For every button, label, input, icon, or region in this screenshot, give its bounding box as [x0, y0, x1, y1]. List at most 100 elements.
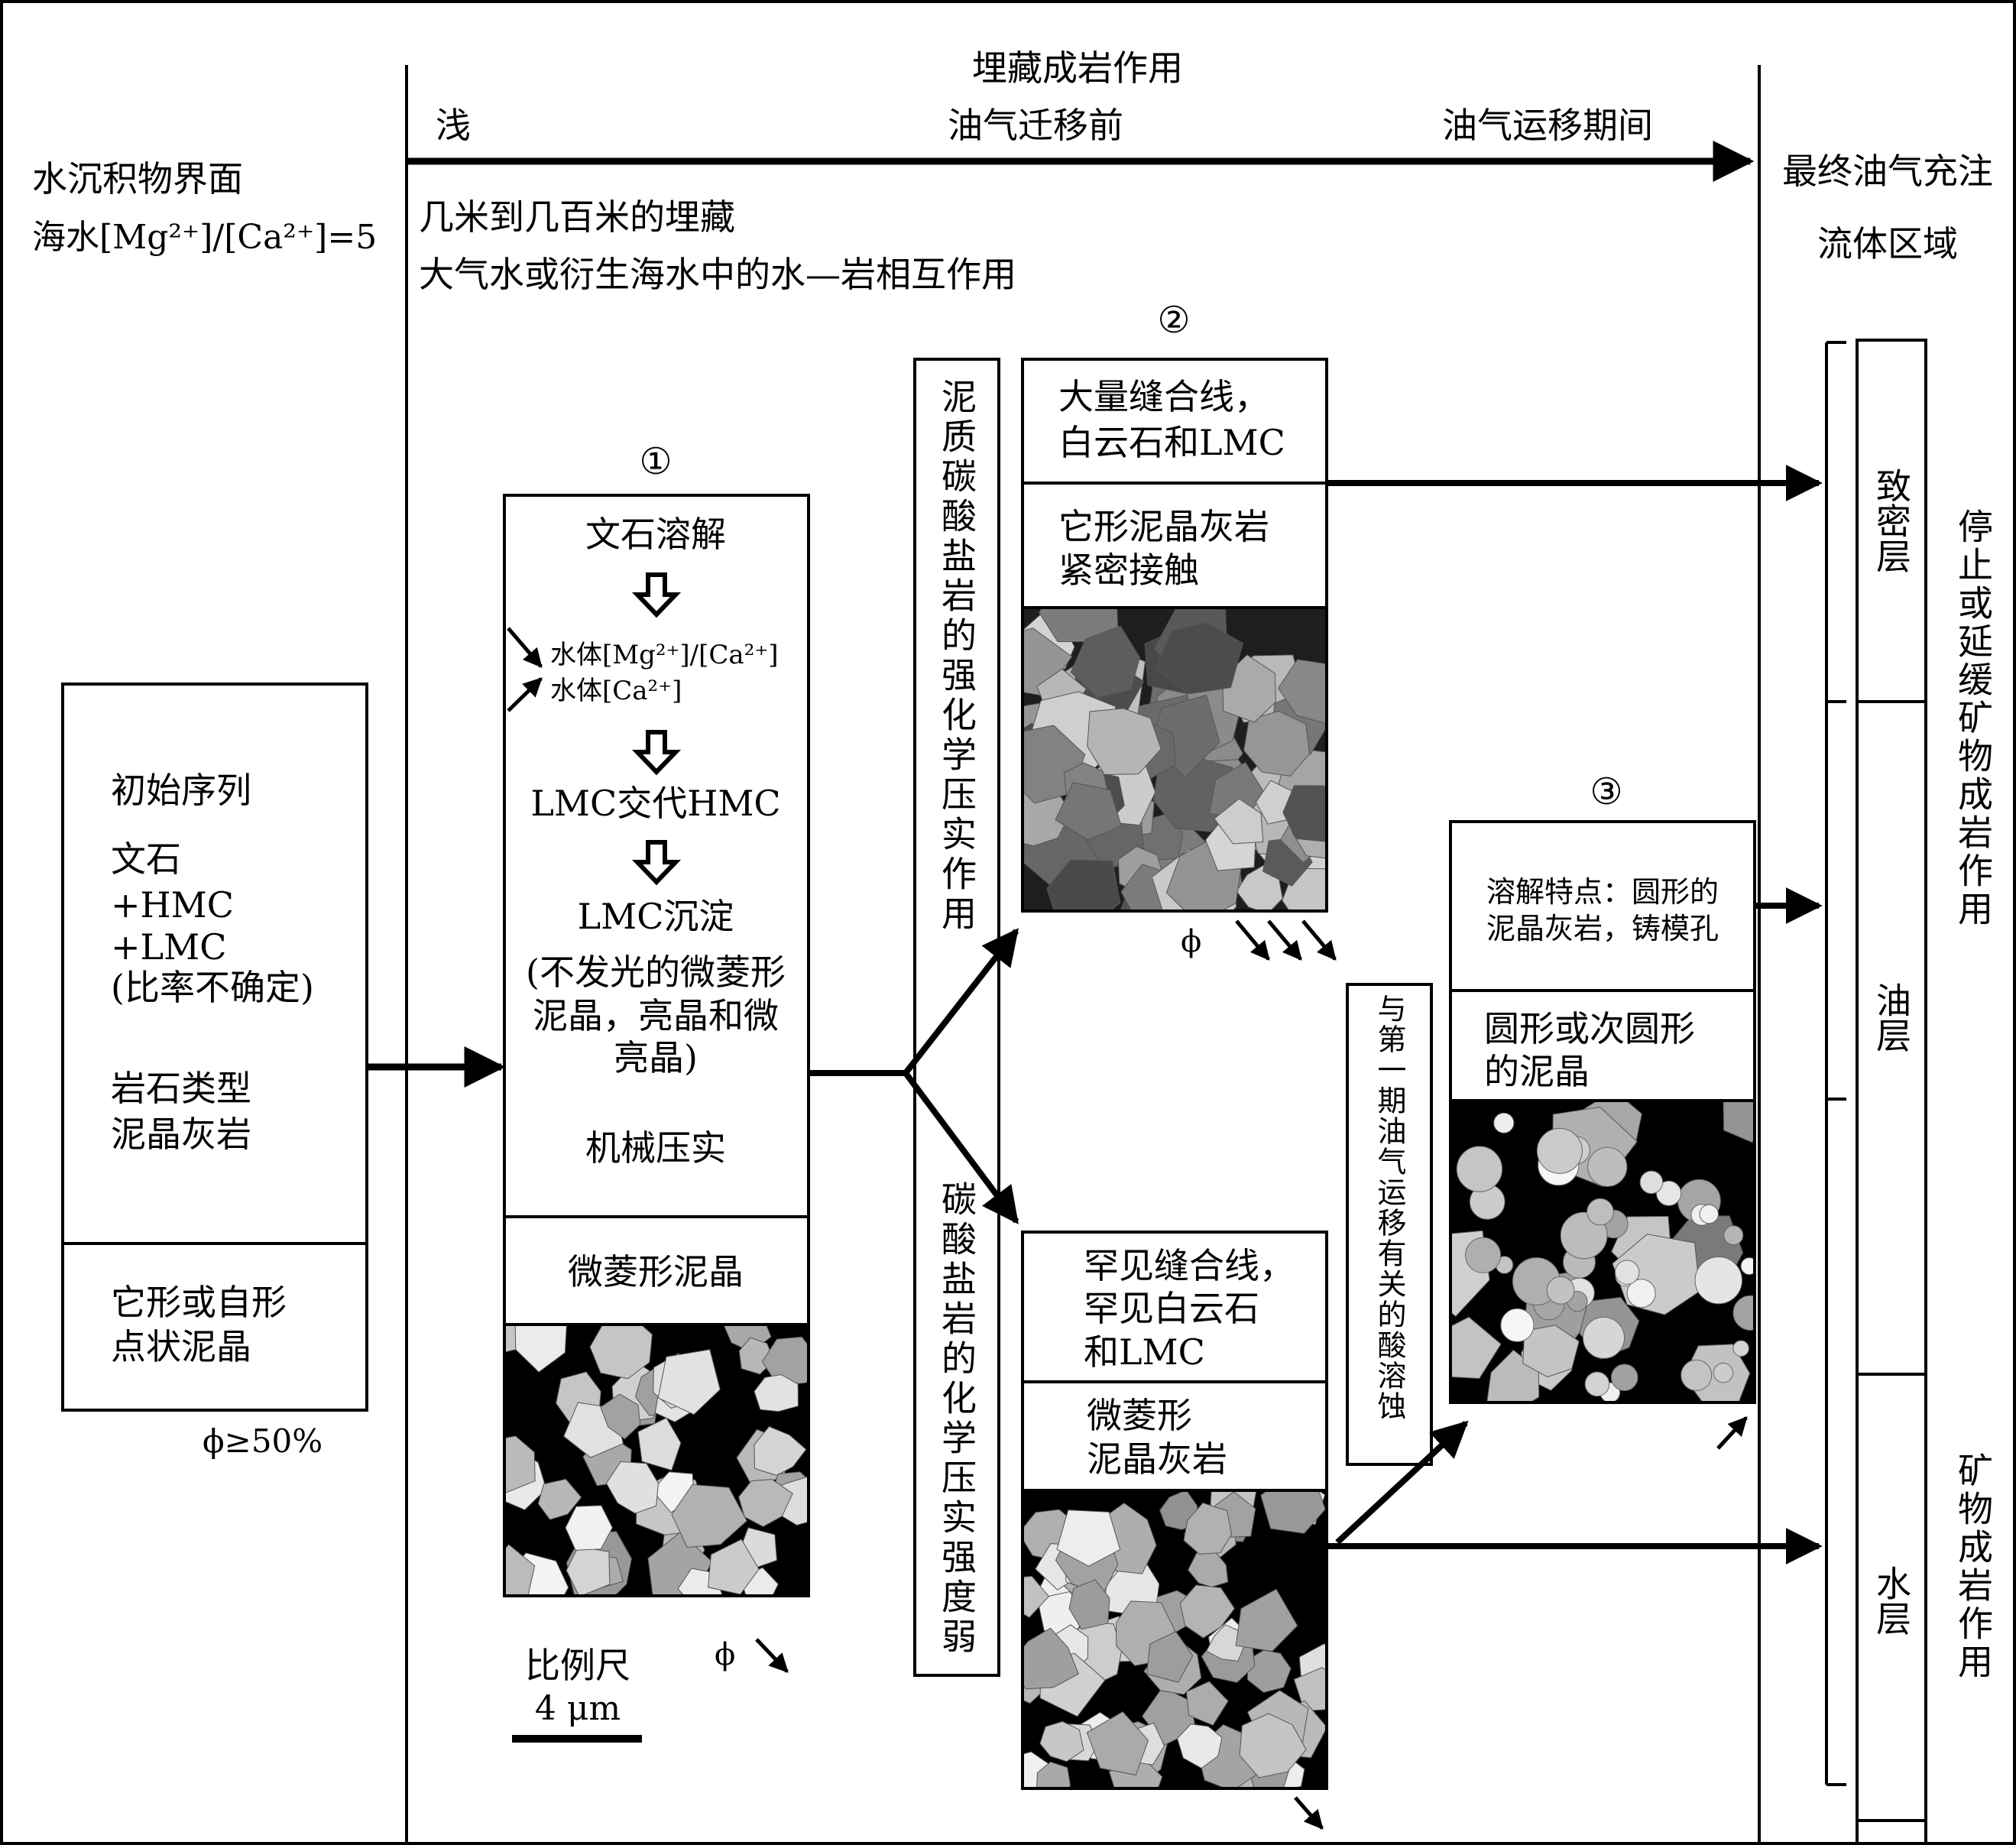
stage2-marker: ② — [1157, 299, 1190, 342]
grain — [1214, 798, 1264, 845]
mid-label-box — [913, 358, 1000, 1677]
down-hollow-arrow-icon — [631, 840, 682, 886]
grain — [1610, 1363, 1638, 1392]
during-migration-label: 油气运移期间 — [1442, 105, 1653, 146]
grain — [1282, 785, 1325, 842]
stage3-top-line: 泥晶灰岩，铸模孔 — [1486, 912, 1719, 945]
grain — [1179, 1584, 1236, 1639]
grain — [1493, 1112, 1515, 1133]
grain — [1024, 627, 1073, 697]
grain — [1239, 1713, 1307, 1779]
grain — [1185, 1681, 1229, 1726]
scale-label: 比例尺 — [525, 1645, 630, 1686]
grain — [537, 1478, 582, 1520]
grain — [1046, 859, 1121, 910]
grain — [1536, 1127, 1583, 1174]
tight-layer-label: 致密层 — [1871, 468, 1912, 573]
stage3-marker: ③ — [1590, 770, 1622, 813]
grain — [1036, 1761, 1071, 1787]
initial-line: +HMC — [111, 884, 234, 926]
grain — [589, 1326, 653, 1380]
grain — [1723, 1225, 1744, 1246]
grain — [1086, 1710, 1149, 1775]
grain — [1456, 1146, 1503, 1192]
pre-migration-label: 油气迁移前 — [948, 105, 1123, 146]
stage2-lower-top-line: 罕见缝合线， — [1084, 1245, 1295, 1286]
grain — [605, 1461, 659, 1514]
stage2-mid-line: 它形泥晶灰岩 — [1058, 506, 1269, 547]
scale-value: 4 μm — [535, 1689, 621, 1728]
porosity-decrease-arrow-icon — [1267, 919, 1302, 961]
grain — [1656, 1180, 1682, 1207]
initial-line: +LMC — [111, 926, 226, 968]
grain — [1465, 1237, 1502, 1273]
grain — [514, 1326, 567, 1373]
water-layer-label: 水层 — [1871, 1565, 1912, 1636]
initial-title: 初始序列 — [111, 770, 251, 811]
grain — [1235, 1588, 1298, 1652]
left-ratio: 海水[Mg²⁺]/[Ca²⁺]=5 — [32, 218, 377, 257]
stage2-top-line: 大量缝合线， — [1058, 376, 1269, 417]
grain — [1260, 1492, 1325, 1534]
grain — [1070, 625, 1140, 699]
grain — [1039, 1720, 1084, 1762]
initial-line: (比率不确定) — [111, 967, 314, 1008]
grain — [506, 1435, 536, 1493]
rock-name: 泥晶灰岩 — [111, 1114, 251, 1155]
down-hollow-arrow-icon — [631, 730, 682, 776]
acid-label: 与第一期油气运移有关的酸溶蚀 — [1373, 994, 1406, 1422]
stage1-texture: 微菱形泥晶 — [568, 1251, 744, 1292]
left-title: 水沉积物界面 — [32, 158, 243, 199]
grain — [1500, 1308, 1535, 1343]
diagenesis-label: 矿物成岩作用 — [1953, 1452, 1994, 1681]
shallow-label: 浅 — [436, 105, 471, 146]
porosity-increase-arrow-icon — [1716, 1416, 1748, 1450]
interaction-text: 大气水或衍生海水中的水—岩相互作用 — [419, 254, 1016, 295]
grain — [565, 1505, 613, 1551]
grain — [1732, 1295, 1753, 1331]
grain — [1681, 1359, 1713, 1391]
grain — [1694, 1256, 1743, 1305]
grain — [1205, 1624, 1245, 1662]
grain — [1087, 708, 1162, 776]
final-charge-label: 最终油气充注 — [1782, 151, 1993, 192]
acid-label-box — [1346, 983, 1433, 1466]
grain — [738, 1479, 793, 1527]
stage3-box — [1449, 820, 1756, 1404]
stage2-phi: ϕ — [1181, 924, 1201, 959]
stage2-lower-mid-line: 微菱形 — [1087, 1395, 1192, 1436]
grain — [671, 1483, 747, 1548]
grain — [754, 1425, 807, 1476]
stage1-compaction: 机械压实 — [585, 1127, 726, 1169]
grain — [1293, 1667, 1325, 1712]
grain — [600, 1393, 641, 1440]
initial-porosity: ϕ≥50% — [203, 1422, 322, 1460]
stage2-upper-micrograph-grains — [1024, 609, 1325, 910]
stage1-phi: ϕ — [715, 1637, 735, 1672]
initial-line: 文石 — [111, 838, 181, 880]
stage1-note-line: (不发光的微菱形 — [526, 952, 786, 993]
porosity-decrease-arrow-icon — [755, 1638, 789, 1673]
grain — [1614, 1260, 1640, 1285]
down-hollow-arrow-icon — [631, 572, 682, 618]
increase-arrow-icon — [507, 677, 543, 712]
mid-label-lower: 碳酸盐岩的化学压实强度弱 — [936, 1181, 977, 1658]
stage2-lower-micrograph-grains — [1024, 1492, 1325, 1787]
grain — [754, 1374, 799, 1412]
grain — [506, 1544, 536, 1594]
grain — [1146, 1631, 1194, 1683]
grain — [708, 1539, 760, 1594]
oil-layer-label: 油层 — [1871, 982, 1912, 1052]
grain — [1587, 1146, 1628, 1187]
grain — [1587, 1198, 1614, 1226]
grain — [1583, 1316, 1625, 1359]
grain — [1176, 1723, 1223, 1769]
grain — [1246, 1649, 1292, 1693]
porosity-decrease-arrow-icon — [1235, 919, 1270, 961]
grain — [1732, 1340, 1749, 1357]
stage1-step: 文石溶解 — [585, 514, 726, 555]
grain — [1584, 1371, 1610, 1397]
grain — [1277, 659, 1325, 724]
grain — [1243, 710, 1311, 777]
